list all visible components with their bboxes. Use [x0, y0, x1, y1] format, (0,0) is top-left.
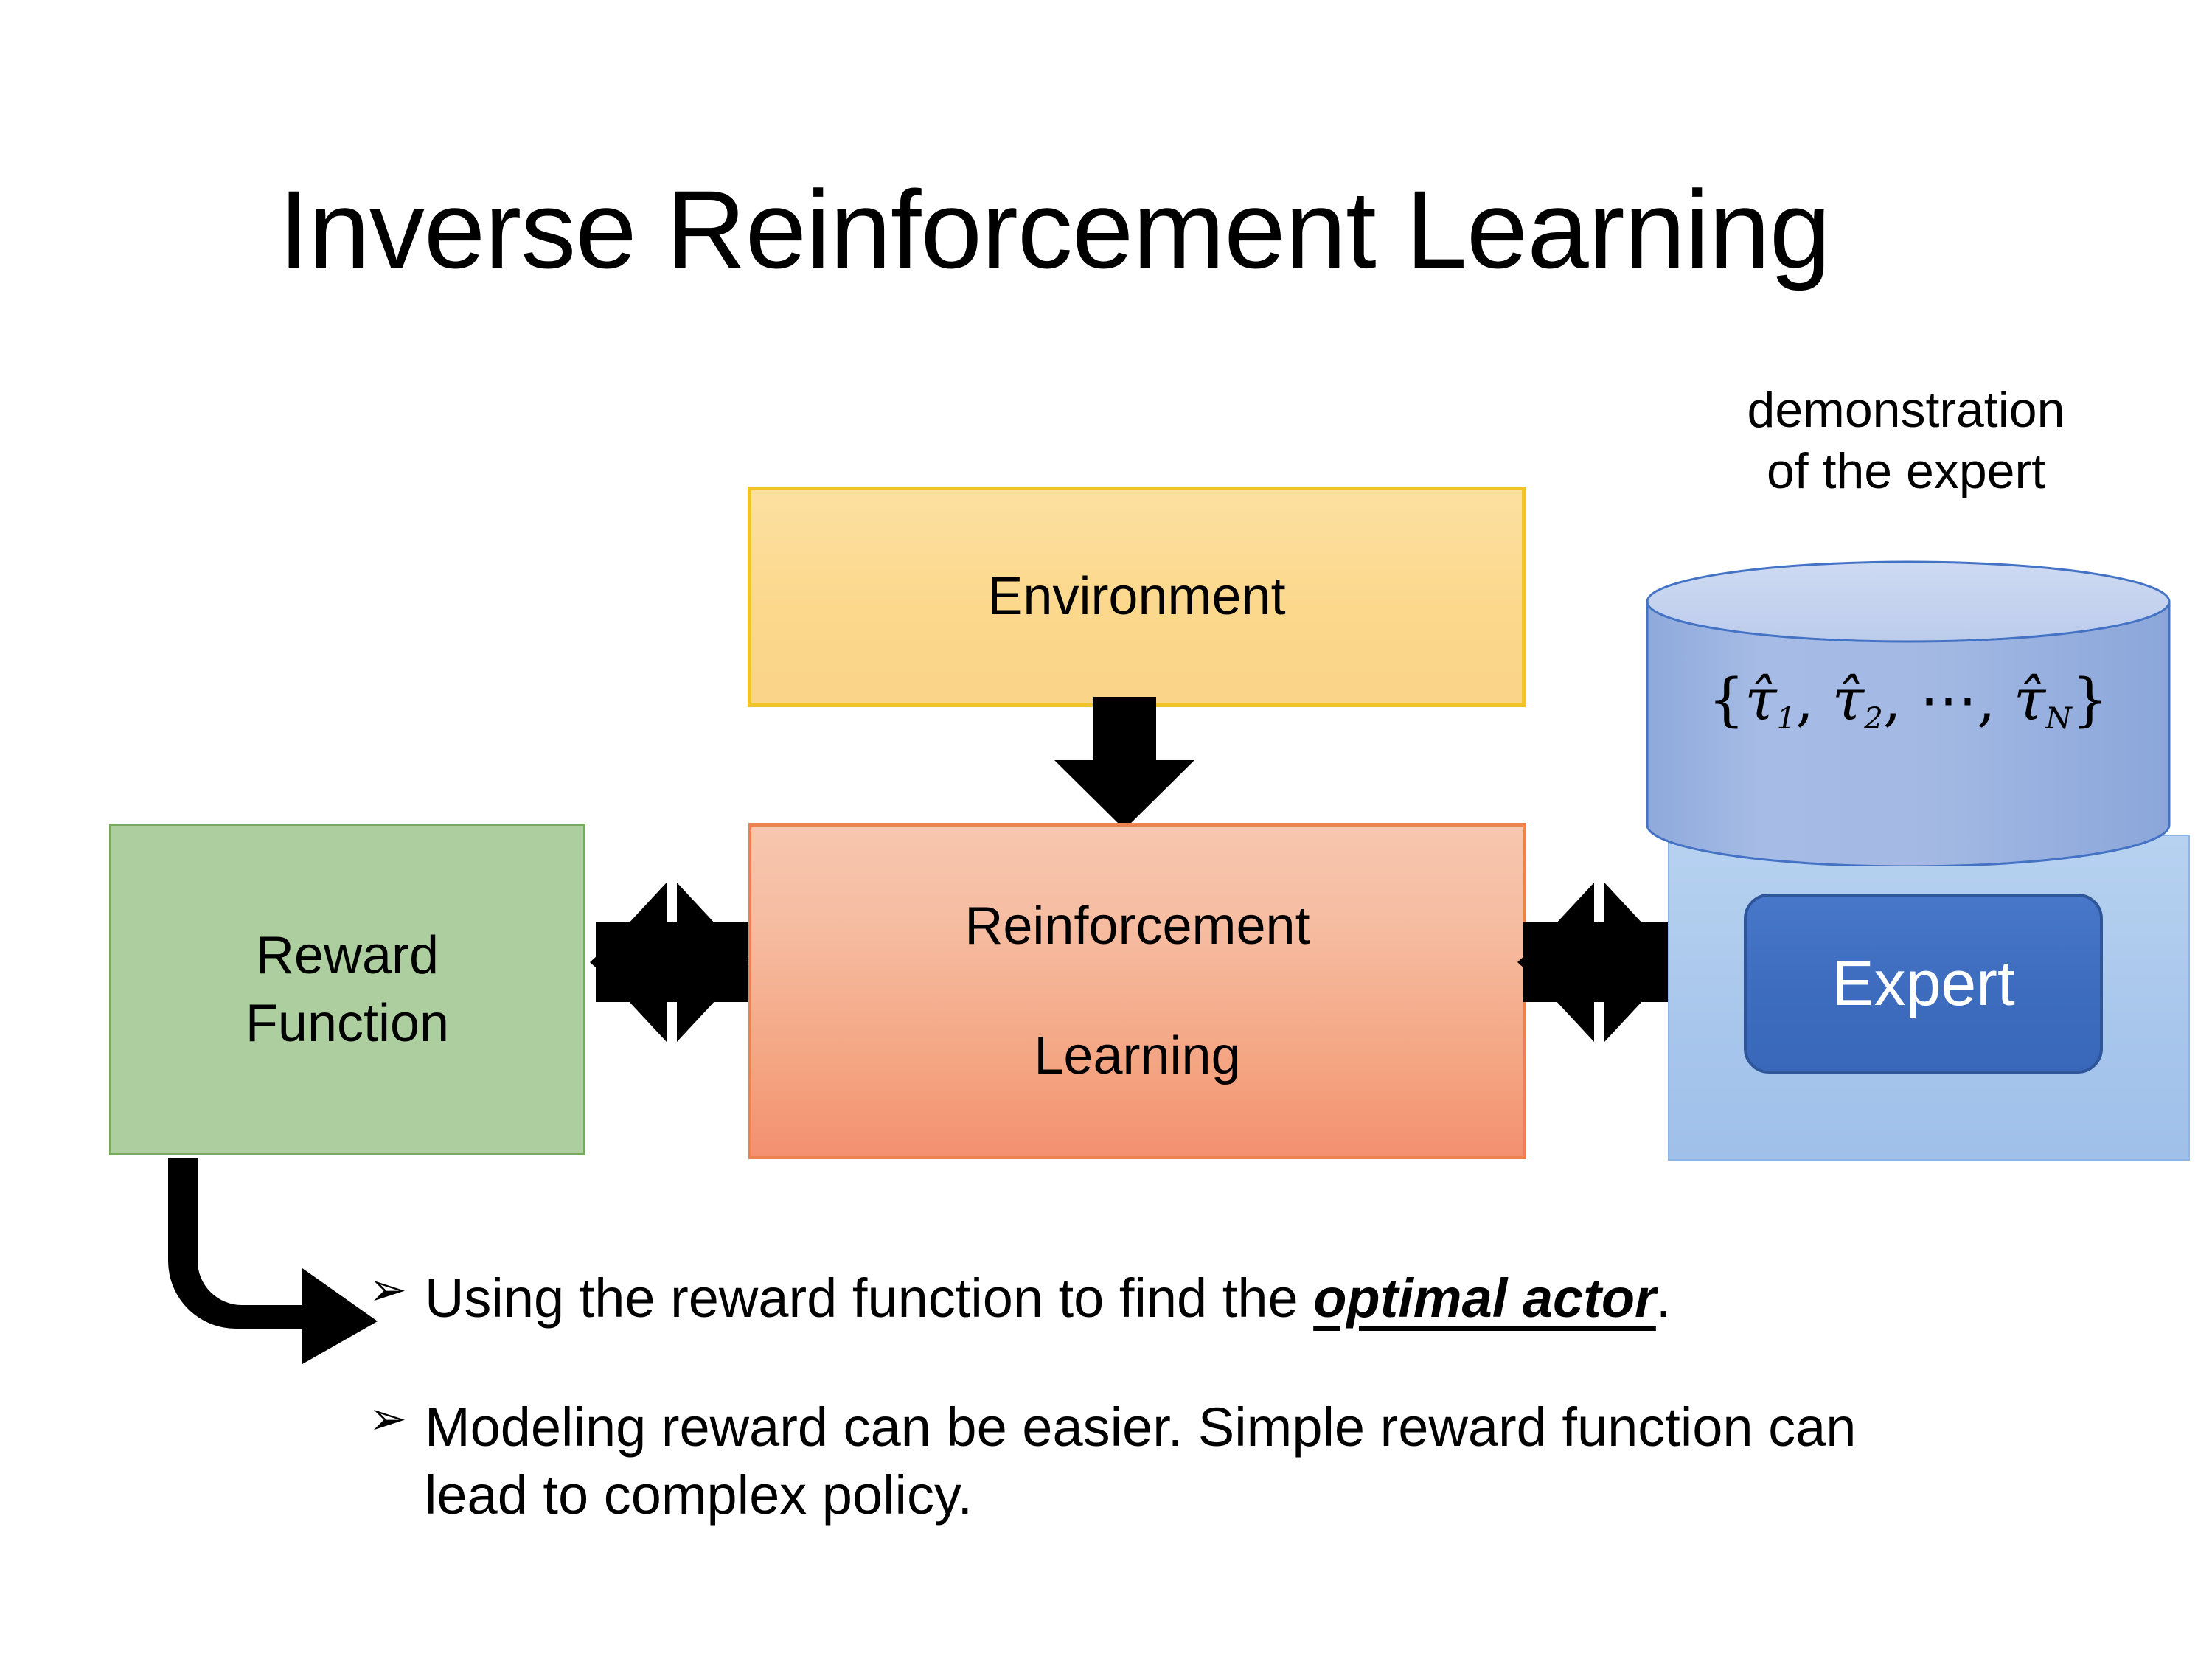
formula-close-brace: } — [2071, 667, 2109, 734]
reward-function-label-line2: Function — [245, 994, 450, 1053]
bullet-item-2: ➢ Modeling reward can be easier. Simple … — [369, 1394, 1888, 1529]
reward-to-rl-quad-arrow-icon — [590, 883, 754, 1042]
formula-comma-2: , — [1882, 667, 1920, 734]
bullet-2-prefix: Modeling reward can be easier. Simple re… — [424, 1397, 1857, 1526]
trajectory-set-formula: {τ̂1, τ̂2, ⋯, τ̂N} — [1646, 667, 2171, 736]
formula-comma-1: , — [1795, 667, 1832, 734]
reward-function-label: Reward Function — [246, 922, 449, 1057]
reward-to-bullets-elbow-arrow-icon — [168, 1158, 378, 1364]
bullet-item-1: ➢ Using the reward function to find the … — [369, 1265, 2138, 1332]
bullet-text-2: Modeling reward can be easier. Simple re… — [425, 1394, 1888, 1529]
environment-box[interactable]: Environment — [748, 487, 1526, 707]
environment-label: Environment — [987, 566, 1286, 626]
formula-tau-n: τ̂N — [2014, 667, 2072, 737]
bullet-marker-icon: ➢ — [369, 1265, 407, 1315]
demonstration-caption: demonstration of the expert — [1633, 380, 2179, 502]
reinforcement-learning-label: Reinforcement Learning — [964, 894, 1310, 1088]
environment-to-rl-arrow-icon — [1054, 697, 1194, 830]
formula-open-brace: { — [1708, 667, 1745, 734]
formula-ellipsis: ⋯ — [1919, 667, 1978, 734]
bullet-1-suffix: . — [1655, 1267, 1672, 1329]
rl-to-expert-quad-arrow-icon — [1517, 883, 1681, 1042]
formula-tau-1: τ̂1 — [1745, 667, 1796, 737]
rl-label-line1: Reinforcement — [964, 897, 1310, 956]
reinforcement-learning-box[interactable]: Reinforcement Learning — [748, 823, 1526, 1159]
reward-function-box[interactable]: Reward Function — [109, 824, 585, 1155]
expert-label: Expert — [1832, 947, 2015, 1019]
formula-comma-3: , — [1977, 667, 2014, 734]
reward-function-label-line1: Reward — [255, 925, 439, 985]
demonstration-caption-line2: of the expert — [1766, 442, 2046, 499]
formula-tau-2: τ̂2 — [1832, 667, 1883, 737]
demonstration-caption-line1: demonstration — [1747, 382, 2065, 438]
rl-label-line2: Learning — [1034, 1026, 1241, 1085]
expert-box[interactable]: Expert — [1744, 894, 2103, 1074]
bullet-text-1: Using the reward function to find the op… — [425, 1265, 1671, 1332]
bullet-1-prefix: Using the reward function to find the — [424, 1267, 1314, 1329]
bullet-1-emphasis: optimal actor — [1313, 1267, 1656, 1329]
bullet-marker-icon: ➢ — [369, 1394, 407, 1444]
page-title: Inverse Reinforcement Learning — [278, 167, 1832, 291]
trajectory-cylinder — [1646, 560, 2171, 866]
